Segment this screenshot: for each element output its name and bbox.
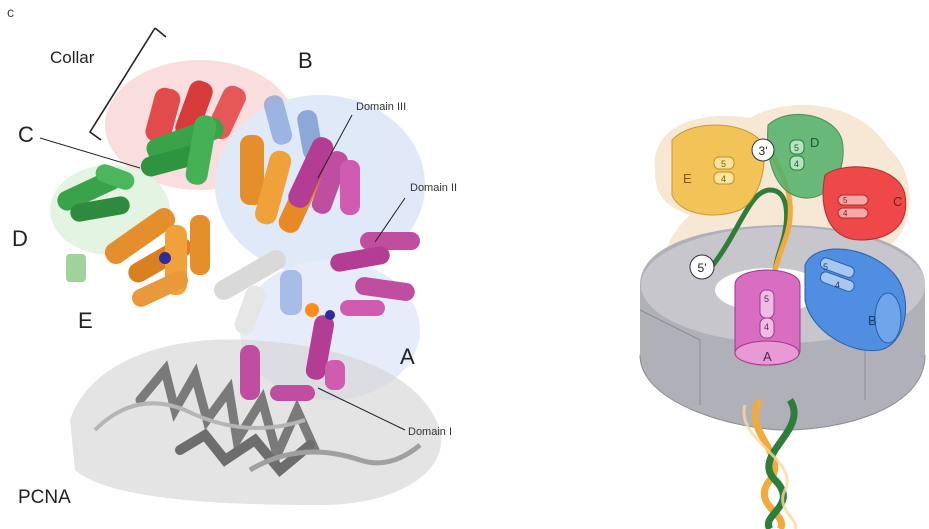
subunit-c-name: C	[893, 194, 902, 209]
subunit-e-helix-5: 5	[721, 159, 726, 169]
subunit-c-helix-5: 5	[843, 196, 848, 205]
subunit-a-helix-4: 4	[764, 322, 769, 332]
subunit-b-helix-4: 4	[835, 280, 840, 290]
subunit-d-helix-5: 5	[794, 143, 799, 153]
three-prime-label: 3'	[759, 144, 768, 158]
subunit-d-helix-4: 4	[794, 159, 799, 169]
subunit-e-block	[672, 125, 764, 215]
five-prime-label: 5'	[698, 261, 707, 275]
subunit-e-name: E	[683, 171, 692, 186]
subunit-b-name: B	[868, 313, 877, 328]
subunit-c-helix-4: 4	[843, 209, 848, 218]
subunit-a-helix-5: 5	[764, 294, 769, 304]
subunit-e-helix-4: 4	[721, 174, 726, 184]
subunit-a-name: A	[763, 349, 772, 364]
subunit-d-name: D	[810, 135, 819, 150]
subunit-b-helix-5: 5	[823, 262, 828, 272]
